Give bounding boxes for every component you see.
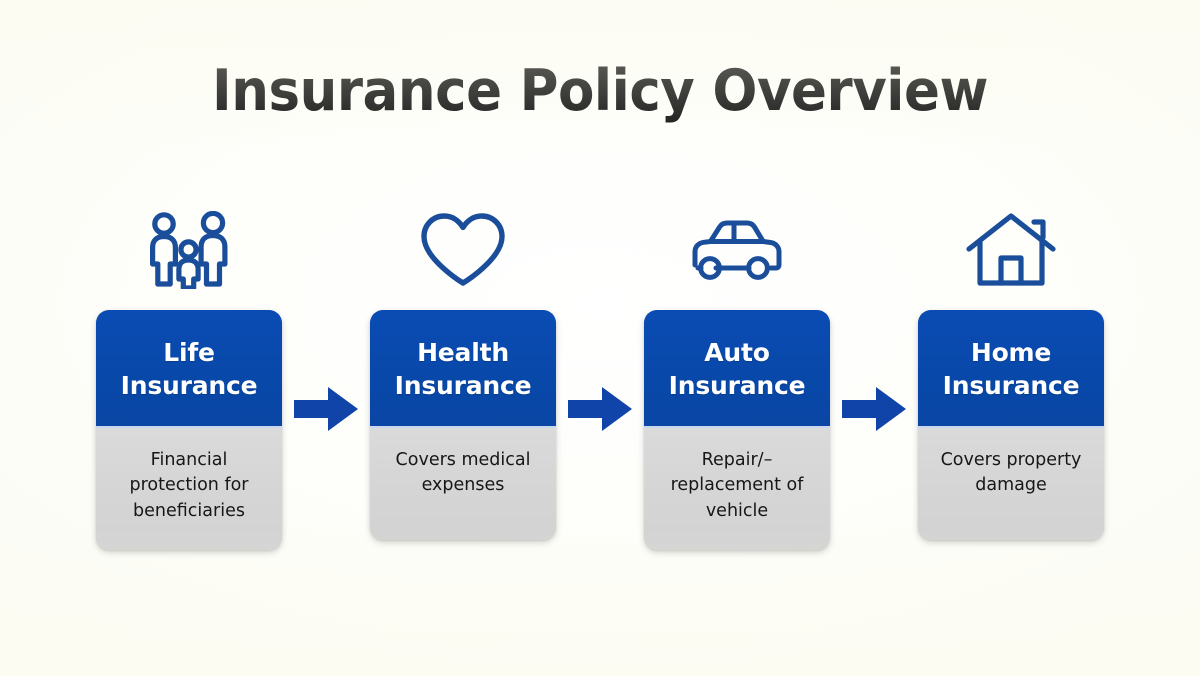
insurance-card-auto[interactable]: Auto Insurance Repair/– replacement of v… — [644, 310, 830, 551]
flow-step-life[interactable]: Life Insurance Financial protection for … — [96, 190, 282, 551]
car-icon — [689, 190, 785, 310]
flow-step-auto[interactable]: Auto Insurance Repair/– replacement of v… — [644, 190, 830, 551]
arrow-right-icon-1 — [282, 190, 370, 570]
card-title-line1: Home — [970, 338, 1052, 367]
insurance-card-health[interactable]: Health Insurance Covers medical expenses — [370, 310, 556, 540]
card-body-health: Covers medical expenses — [370, 428, 556, 540]
card-title-line2: Insurance — [394, 371, 532, 400]
card-description: Repair/– replacement of vehicle — [670, 450, 804, 521]
card-header-life: Life Insurance — [96, 310, 282, 428]
card-title-line1: Auto — [704, 338, 770, 367]
insurance-flow-diagram: Life Insurance Financial protection for … — [0, 190, 1200, 570]
page-title: Insurance Policy Overview — [211, 58, 989, 124]
insurance-card-home[interactable]: Home Insurance Covers property damage — [918, 310, 1104, 540]
card-title-line1: Life — [163, 338, 215, 367]
card-description: Covers medical expenses — [395, 450, 531, 496]
arrow-right-icon-2 — [556, 190, 644, 570]
house-icon — [965, 190, 1057, 310]
card-description: Financial protection for beneficiaries — [129, 450, 249, 521]
card-title-line1: Health — [417, 338, 509, 367]
arrow-right-icon-3 — [830, 190, 918, 570]
card-title-line2: Insurance — [942, 371, 1080, 400]
card-title-line2: Insurance — [668, 371, 806, 400]
insurance-card-life[interactable]: Life Insurance Financial protection for … — [96, 310, 282, 551]
card-body-life: Financial protection for beneficiaries — [96, 428, 282, 551]
card-header-health: Health Insurance — [370, 310, 556, 428]
family-icon — [143, 190, 235, 310]
card-description: Covers property damage — [940, 450, 1082, 496]
heart-icon — [420, 190, 506, 310]
card-body-auto: Repair/– replacement of vehicle — [644, 428, 830, 551]
card-header-home: Home Insurance — [918, 310, 1104, 428]
card-header-auto: Auto Insurance — [644, 310, 830, 428]
flow-step-health[interactable]: Health Insurance Covers medical expenses — [370, 190, 556, 540]
card-title-line2: Insurance — [120, 371, 258, 400]
flow-step-home[interactable]: Home Insurance Covers property damage — [918, 190, 1104, 540]
card-body-home: Covers property damage — [918, 428, 1104, 540]
